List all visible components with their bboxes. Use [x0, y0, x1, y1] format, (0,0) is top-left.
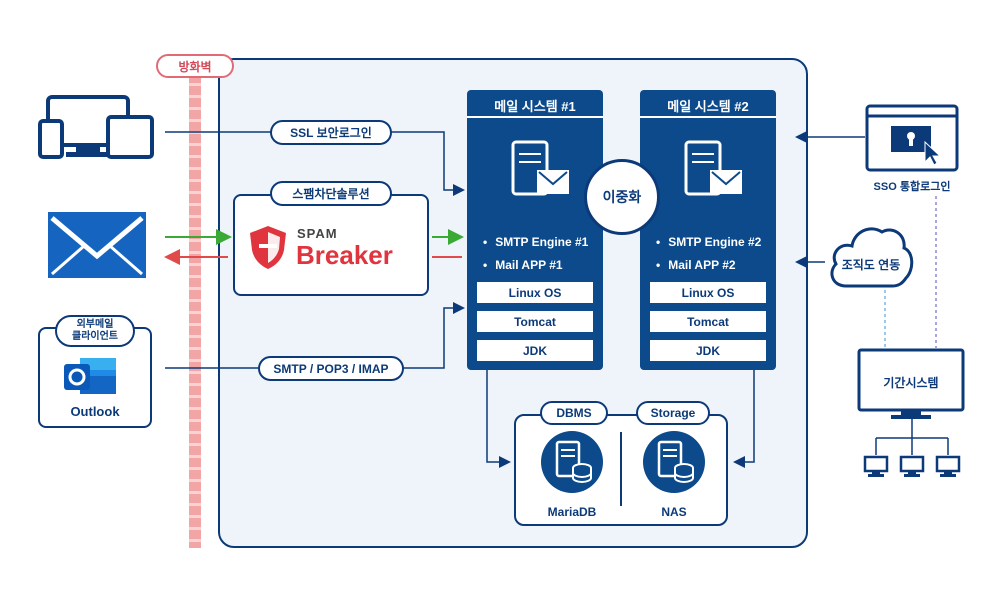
mail-system-1-layer-jdk: JDK — [477, 340, 593, 361]
mariadb-label: MariaDB — [547, 505, 597, 519]
pc-icon — [899, 455, 925, 477]
redundancy-circle: 이중화 — [584, 159, 660, 235]
org-sync-label: 조직도 연동 — [841, 258, 901, 272]
spam-logo-bottom: Breaker — [296, 240, 393, 270]
mail-system-1-layer-tomcat: Tomcat — [477, 311, 593, 332]
outlook-icon — [64, 358, 116, 394]
mail-server-icon — [684, 140, 742, 196]
outlook-label: Outlook — [70, 404, 120, 419]
mail-system-1-bullet-2: Mail APP #1 — [483, 258, 562, 272]
core-system-monitor-icon — [857, 348, 965, 419]
pc-icon — [935, 455, 961, 477]
mail-system-2-layer-jdk: JDK — [650, 340, 766, 361]
mail-server-icon — [511, 140, 569, 196]
spam-logo-top: SPAM — [297, 226, 338, 241]
mail-system-2: 메일 시스템 #2 SMTP Engine #2 Mail APP #2 Lin… — [640, 90, 776, 370]
core-system-label: 기간시스템 — [883, 376, 939, 390]
ssl-login-label: SSL 보안로그인 — [270, 120, 392, 145]
protocol-label: SMTP / POP3 / IMAP — [258, 356, 404, 381]
external-client-label-line2: 클라이언트 — [72, 331, 118, 342]
firewall-label: 방화벽 — [156, 54, 234, 78]
pc-icon — [863, 455, 889, 477]
dbms-label: DBMS — [540, 401, 608, 425]
spam-solution-label: 스팸차단솔루션 — [270, 181, 392, 206]
mail-system-2-bullet-2: Mail APP #2 — [656, 258, 735, 272]
devices-icon — [38, 95, 154, 159]
external-client-label: 외부메일 클라이언트 — [55, 315, 135, 347]
sso-login-label: SSO 통합로그인 — [873, 181, 951, 193]
sso-login-window-icon — [865, 104, 959, 172]
mail-system-2-title: 메일 시스템 #2 — [667, 99, 749, 114]
mail-system-2-layer-tomcat: Tomcat — [650, 311, 766, 332]
storage-label: Storage — [636, 401, 710, 425]
mariadb-database-icon — [541, 431, 603, 493]
storage-divider — [620, 432, 622, 506]
org-sync-cloud-icon — [830, 227, 914, 288]
mail-system-1: 메일 시스템 #1 SMTP Engine #1 Mail APP #1 Lin… — [467, 90, 603, 370]
mail-system-2-layer-os: Linux OS — [650, 282, 766, 303]
email-envelope-icon — [48, 212, 146, 278]
mail-system-2-bullet-1: SMTP Engine #2 — [656, 235, 761, 249]
external-client-label-line1: 외부메일 — [76, 319, 114, 330]
nas-label: NAS — [661, 505, 687, 519]
shield-icon — [250, 226, 286, 269]
nas-storage-icon — [643, 431, 705, 493]
firewall-wall — [189, 74, 201, 548]
mail-system-1-bullet-1: SMTP Engine #1 — [483, 235, 588, 249]
mail-system-1-layer-os: Linux OS — [477, 282, 593, 303]
mail-system-1-title: 메일 시스템 #1 — [494, 99, 576, 114]
